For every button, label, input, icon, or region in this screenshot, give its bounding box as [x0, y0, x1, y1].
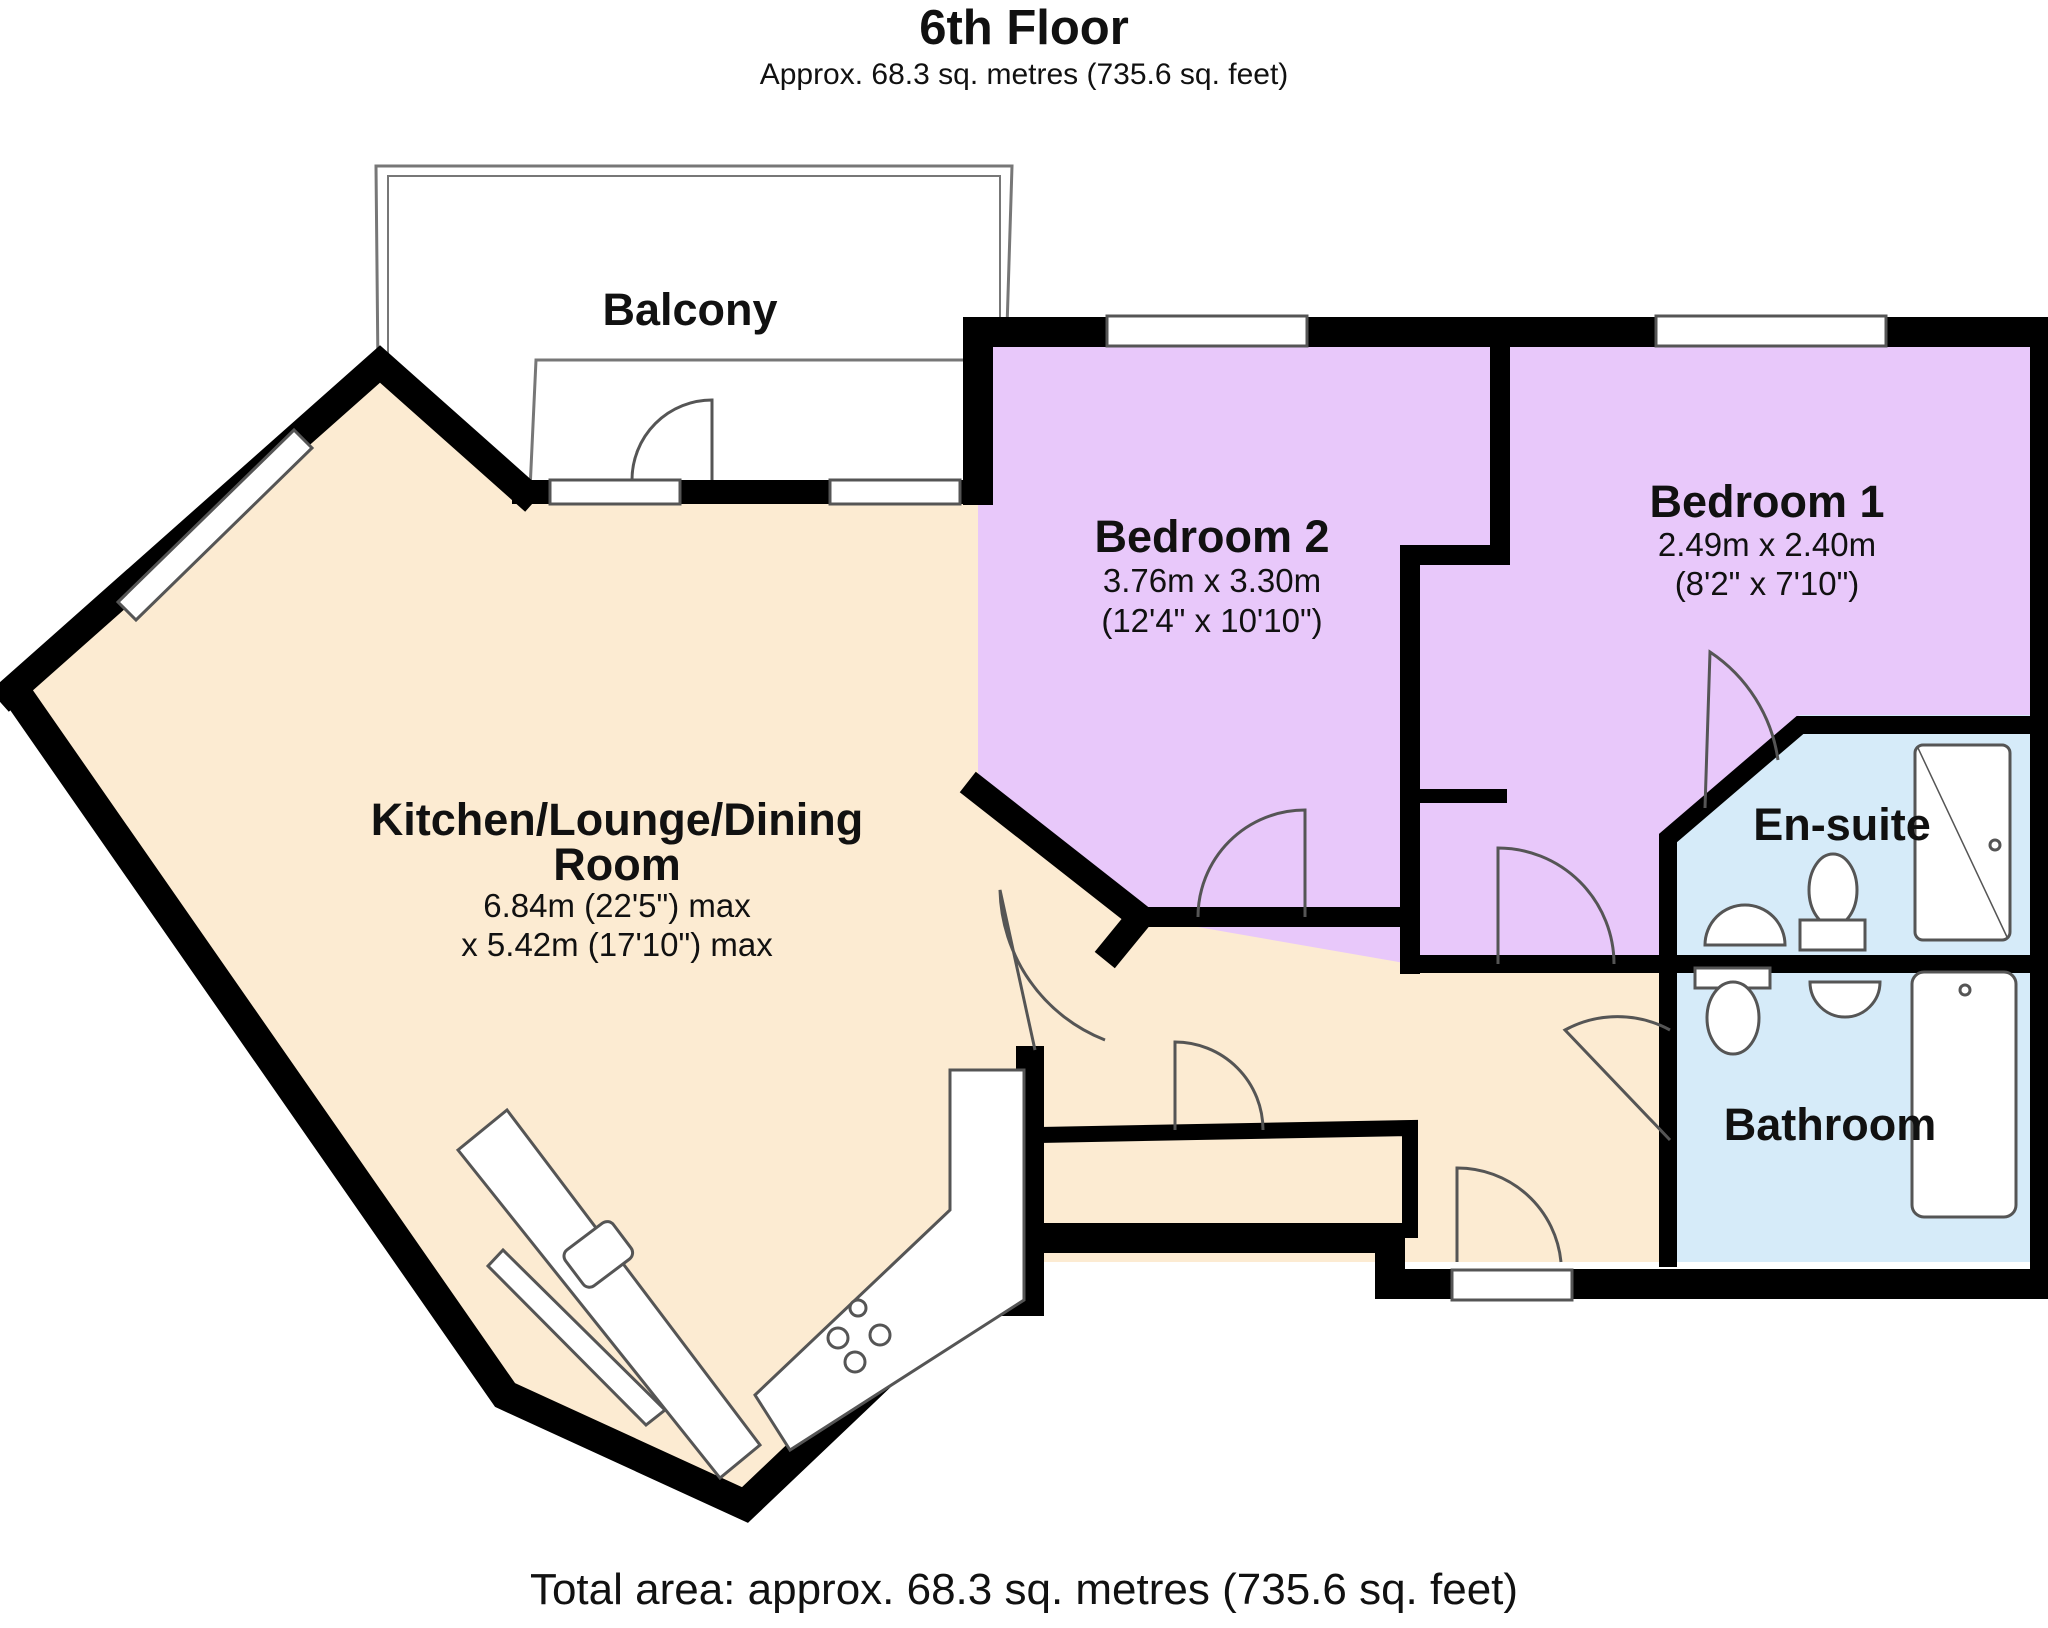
wall-ensuite [1659, 716, 2039, 1267]
door-bedroom2 [1196, 808, 1307, 918]
room-labels: Balcony Kitchen/Lounge/Dining Room 6.84m… [371, 284, 1936, 1150]
label-bedroom2: Bedroom 2 [1094, 511, 1329, 562]
label-ensuite: En-suite [1753, 799, 1931, 850]
bath-tap [1958, 983, 1972, 997]
bath-tub [1910, 970, 2018, 1219]
shower-diagonal [1917, 747, 2008, 938]
bedroom1-dim-metric: 2.49m x 2.40m [1658, 526, 1876, 563]
kitchen-sink [562, 1220, 635, 1289]
kitchen-lounge-dining-floor [12, 358, 1140, 1505]
bathroom-basin [1808, 980, 1882, 1019]
kitchen-counter [455, 1107, 763, 1481]
wall-bedroom-divider [1400, 330, 1510, 974]
fixtures [455, 743, 2018, 1481]
windows [115, 314, 1888, 1428]
ensuite-basin [1703, 903, 1787, 947]
window-kitchen-nw [115, 427, 315, 623]
hob-ring-3 [843, 1350, 867, 1374]
window-entrance [1450, 1268, 1574, 1302]
door-entrance [1455, 1166, 1563, 1263]
window-kitchen-sink [485, 1247, 668, 1428]
label-kitchen-line1: Kitchen/Lounge/Dining [371, 794, 863, 845]
door-ensuite [1703, 649, 1780, 809]
door-kitchen [998, 889, 1106, 1051]
door-cupboard [1173, 1040, 1265, 1131]
window-balcony-left [548, 478, 682, 506]
wall-kitchen-left [0, 345, 544, 712]
window-bedroom2 [1105, 314, 1309, 348]
hallway-floor [978, 790, 1670, 1262]
floor-area: Approx. 68.3 sq. metres (735.6 sq. feet) [759, 58, 1289, 91]
total-area: Total area: approx. 68.3 sq. metres (735… [529, 1565, 1519, 1614]
door-bathroom [1562, 1015, 1672, 1142]
hob-ring-4 [848, 1298, 868, 1318]
door-balcony [630, 398, 714, 481]
kitchen-counter-return [753, 1068, 1026, 1453]
window-bedroom1 [1654, 314, 1888, 348]
label-bedroom1: Bedroom 1 [1649, 476, 1884, 527]
hob-ring-2 [868, 1323, 892, 1347]
kitchen-dim-line2: x 5.42m (17'10") max [461, 926, 773, 963]
ensuite-toilet [1807, 852, 1859, 928]
label-bathroom: Bathroom [1724, 1099, 1937, 1150]
balcony-railing [387, 175, 1001, 354]
doors [630, 398, 1780, 1263]
label-kitchen-line2: Room [553, 839, 681, 890]
wall-cupboard [1031, 1119, 1418, 1238]
bedroom-2-floor [978, 320, 1500, 964]
hob-ring-1 [826, 1326, 850, 1350]
bedroom1-dim-imperial: (8'2" x 7'10") [1675, 565, 1860, 602]
kitchen-dim-line1: 6.84m (22'5") max [483, 887, 751, 924]
window-balcony-right [828, 478, 962, 506]
bathroom-toilet [1705, 980, 1761, 1056]
door-bedroom1 [1496, 846, 1616, 965]
bedroom2-dim-metric: 3.76m x 3.30m [1103, 562, 1321, 599]
ensuite-toilet-cistern [1798, 918, 1867, 952]
floor-title: 6th Floor [919, 1, 1129, 55]
wall-exterior-top [963, 317, 2048, 1299]
bedroom-1-floor [1410, 320, 2048, 964]
shower-drain [1988, 838, 2002, 852]
label-balcony: Balcony [602, 284, 777, 335]
bedroom2-dim-imperial: (12'4" x 10'10") [1101, 602, 1322, 639]
